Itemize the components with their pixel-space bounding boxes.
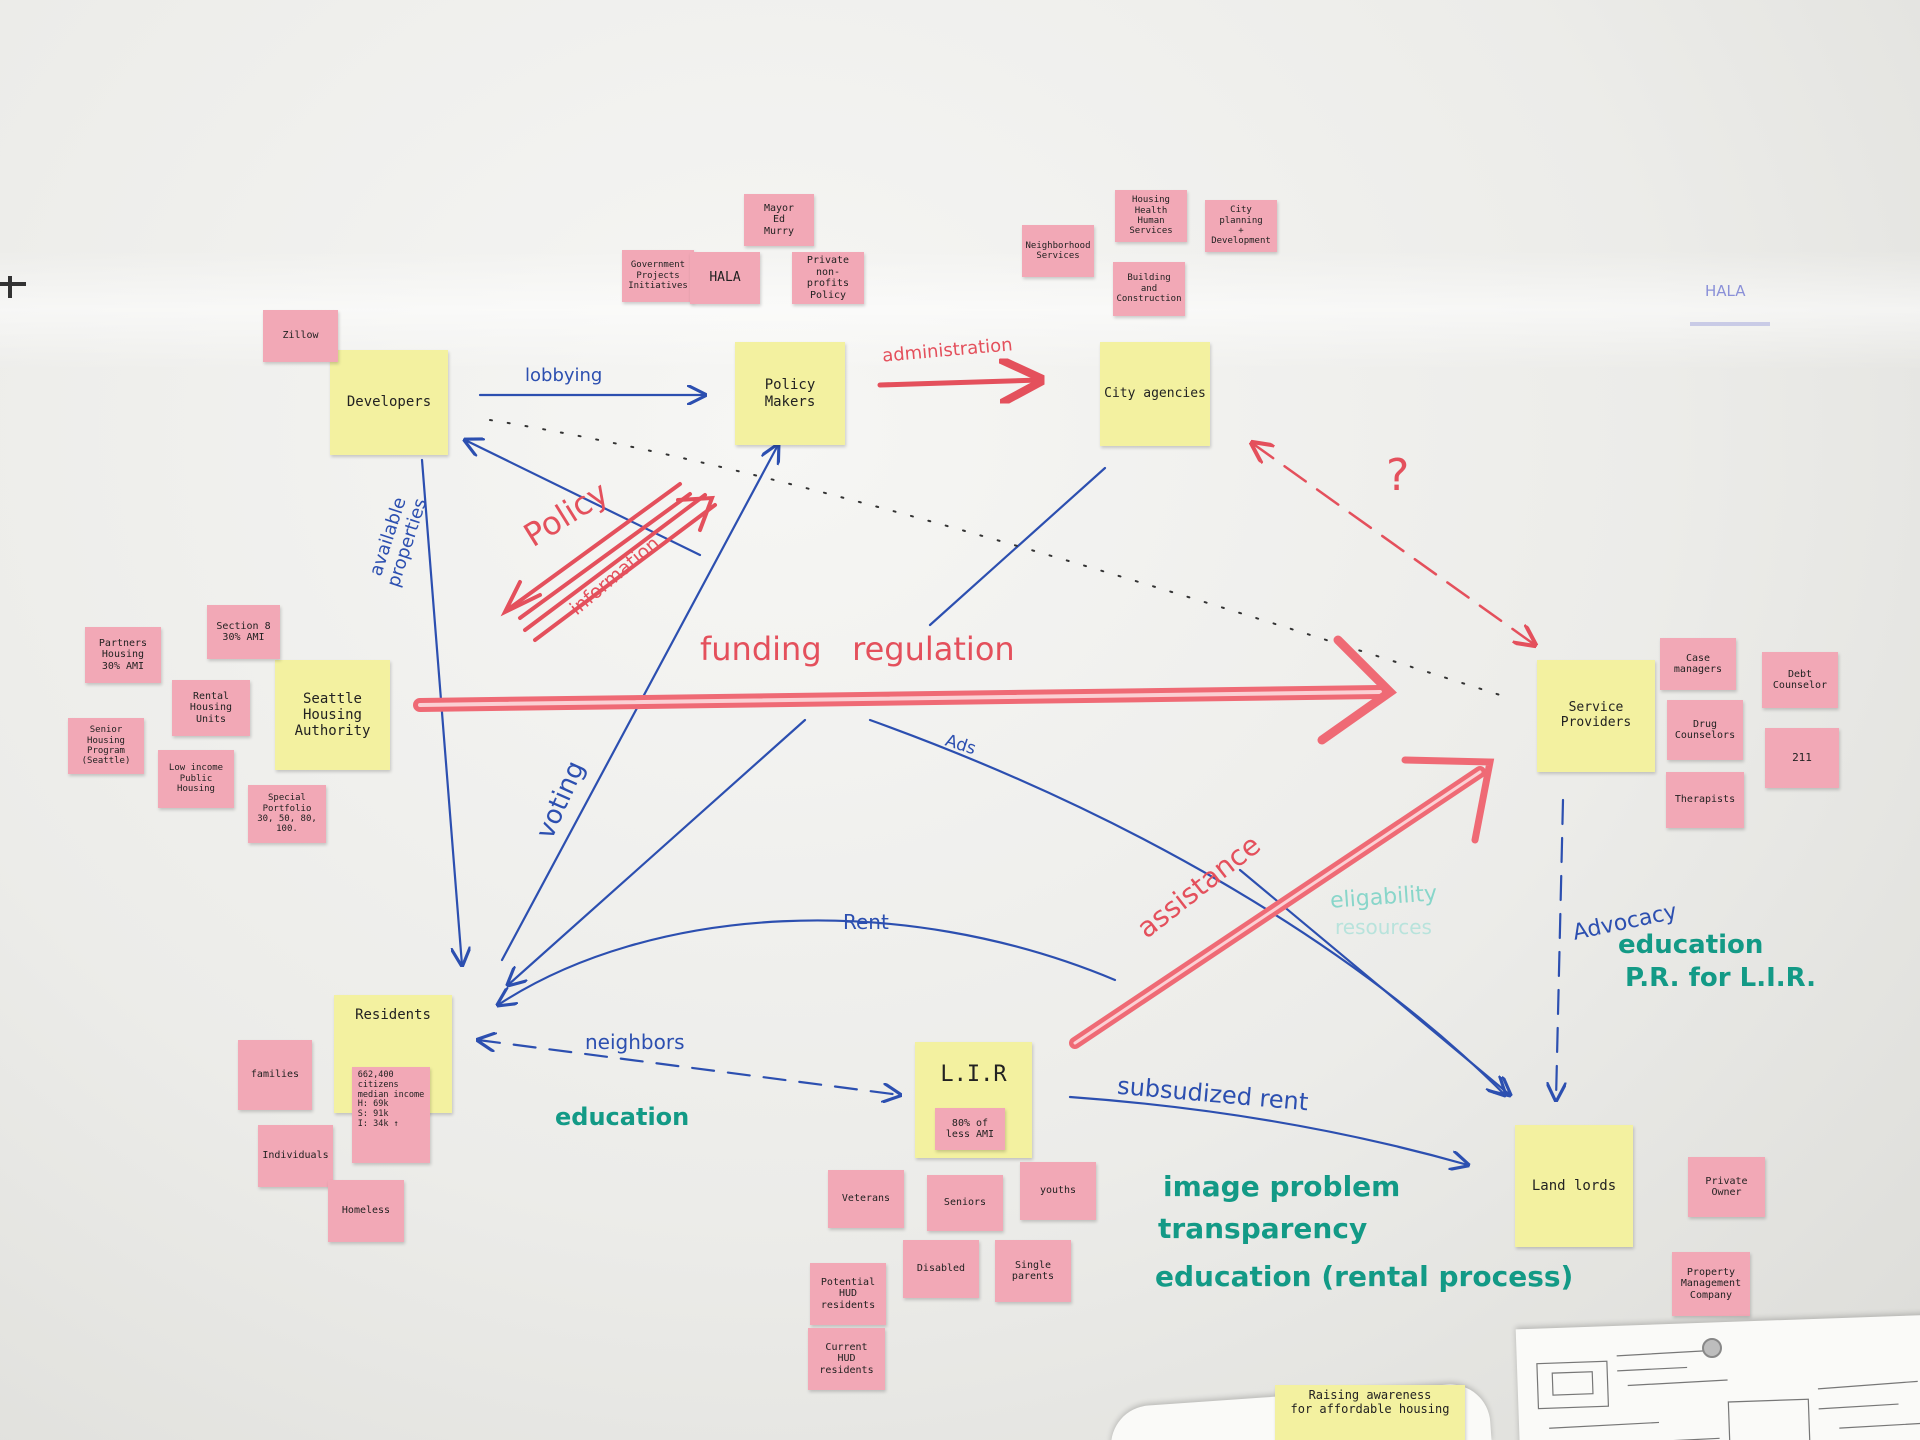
note-citizens-median-income: 662,400 citizens median income H: 69k S:…: [352, 1067, 430, 1163]
note-lir: L.I.R: [915, 1042, 1032, 1158]
policy-info-line-a: [465, 440, 702, 557]
note-city-agencies: City agencies: [1100, 342, 1210, 446]
label-funding-regulation: funding regulation: [700, 630, 1015, 668]
policy-arrow: [500, 482, 692, 620]
label-education-pr: education: [1618, 930, 1764, 960]
note-mayor: Mayor Ed Murry: [744, 194, 814, 246]
funding-regulation-arrow: [413, 635, 1397, 745]
label-education-rental-process: education (rental process): [1155, 1260, 1574, 1293]
assistance-arrow: [1069, 756, 1495, 1049]
note-veterans: Veterans: [828, 1170, 904, 1228]
note-partners-housing: Partners Housing 30% AMI: [85, 627, 161, 683]
note-city-planning: City planning + Development: [1205, 200, 1277, 252]
note-building-construction: Building and Construction: [1113, 262, 1185, 316]
rent-arrow: [498, 919, 1117, 1005]
note-disabled: Disabled: [903, 1240, 979, 1298]
note-private-owner: Private Owner: [1688, 1157, 1765, 1217]
note-potential-hud-residents: Potential HUD residents: [810, 1263, 886, 1325]
note-service-providers: Service Providers: [1537, 660, 1655, 772]
note-families: families: [238, 1040, 312, 1110]
note-current-hud-residents: Current HUD residents: [808, 1328, 885, 1390]
note-hala: HALA: [690, 252, 760, 304]
note-private-nonprofits: Private non-profits Policy: [792, 252, 864, 304]
note-youths: youths: [1020, 1162, 1096, 1220]
label-question: ?: [1386, 450, 1410, 501]
note-housing-health: Housing Health Human Services: [1115, 190, 1187, 242]
administration-arrow: [877, 380, 1040, 385]
sketch-paper-right: [1515, 1314, 1920, 1440]
developers-to-residents-arrow: [420, 458, 462, 965]
note-zillow: Zillow: [263, 310, 338, 362]
note-seattle-housing-authority: Seattle Housing Authority: [275, 660, 390, 770]
label-lobbying: lobbying: [525, 365, 603, 386]
note-policy-makers: Policy Makers: [735, 342, 845, 445]
label-resources: resources: [1335, 915, 1432, 939]
note-rental-housing-units: Rental Housing Units: [172, 680, 250, 736]
note-neighborhood-services: Neighborhood Services: [1022, 225, 1094, 277]
note-case-managers: Case managers: [1660, 638, 1736, 690]
information-arrow: [523, 493, 717, 642]
label-transparency: transparency: [1158, 1212, 1368, 1245]
label-neighbors: neighbors: [585, 1030, 685, 1054]
label-pr-for-lir: P.R. for L.I.R.: [1625, 963, 1817, 993]
advocacy-arrow: [1556, 798, 1563, 1100]
board-edge-mark: [0, 282, 26, 286]
developers-service-dotted-line: [489, 419, 1501, 696]
note-raising-awareness: Raising awareness for affordable housing: [1275, 1385, 1465, 1440]
note-special-portfolio: Special Portfolio 30, 50, 80, 100.: [248, 785, 326, 843]
note-individuals: Individuals: [258, 1125, 333, 1187]
label-hala-faint: HALA: [1705, 282, 1746, 300]
push-pin: [1702, 1338, 1722, 1358]
note-debt-counselor: Debt Counselor: [1762, 652, 1838, 708]
funding-to-residents-arrow: [508, 718, 807, 985]
note-single-parents: Single parents: [995, 1240, 1071, 1302]
label-rent: Rent: [843, 910, 889, 934]
ads-arrow: [868, 718, 1505, 1095]
faint-marker-smudge: [1690, 322, 1770, 326]
note-therapists: Therapists: [1666, 772, 1744, 828]
label-education-residents: education: [555, 1103, 690, 1131]
note-landlords: Land lords: [1515, 1125, 1633, 1247]
note-seniors: Seniors: [927, 1175, 1003, 1231]
note-section-8: Section 8 30% AMI: [207, 605, 280, 659]
neighbors-arrow: [478, 1040, 900, 1095]
question-dashed-arrow: [1252, 443, 1535, 645]
label-image-problem: image problem: [1163, 1170, 1401, 1203]
note-senior-housing-program: Senior Housing Program (Seattle): [68, 718, 144, 774]
note-government-projects: Government Projects Initiatives: [622, 250, 694, 302]
subsidized-rent-arrow: [1068, 1095, 1468, 1165]
board-edge-mark-2: [8, 276, 12, 298]
note-211: 211: [1765, 728, 1839, 788]
note-homeless: Homeless: [328, 1180, 404, 1242]
note-developers: Developers: [330, 350, 448, 455]
sketch-drawing: [1536, 1350, 1920, 1440]
note-low-income-public-housing: Low income Public Housing: [158, 750, 234, 808]
note-drug-counselors: Drug Counselors: [1667, 700, 1743, 760]
note-property-management: Property Management Company: [1672, 1252, 1750, 1316]
note-80-ami: 80% of less AMI: [935, 1108, 1005, 1150]
